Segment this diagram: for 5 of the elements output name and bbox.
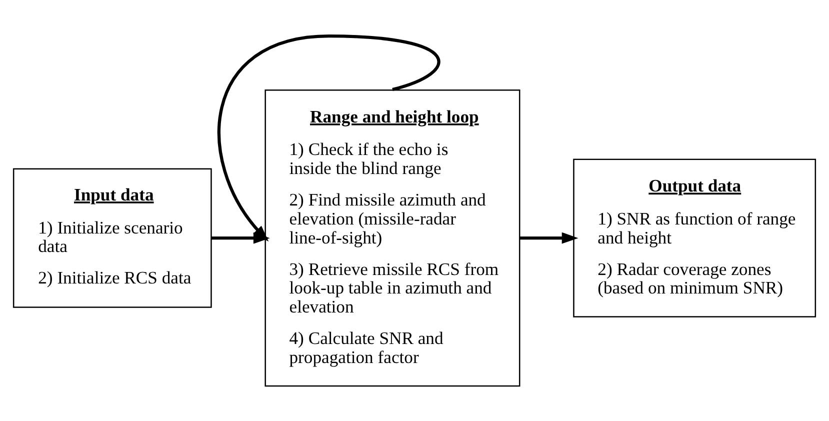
arrow (520, 232, 578, 244)
node-box: Input data 1) Initialize scenario data 2) Initialize RCS data (12, 168, 212, 308)
arrow (218, 34, 440, 241)
node-box: Output data 1) SNR as function of range and height 2) Radar coverage zones (based on minimum SNR) (573, 158, 816, 317)
node-box: Range and height loop 1) Check if the echo is inside the blind range 2) Find missile azimuth and elevation (missile-radar line-of-sight) 3) Retrieve missile RCS from look-up table in azimuth and elevation 4) Calculate SNR and propagation factor (264, 89, 520, 386)
